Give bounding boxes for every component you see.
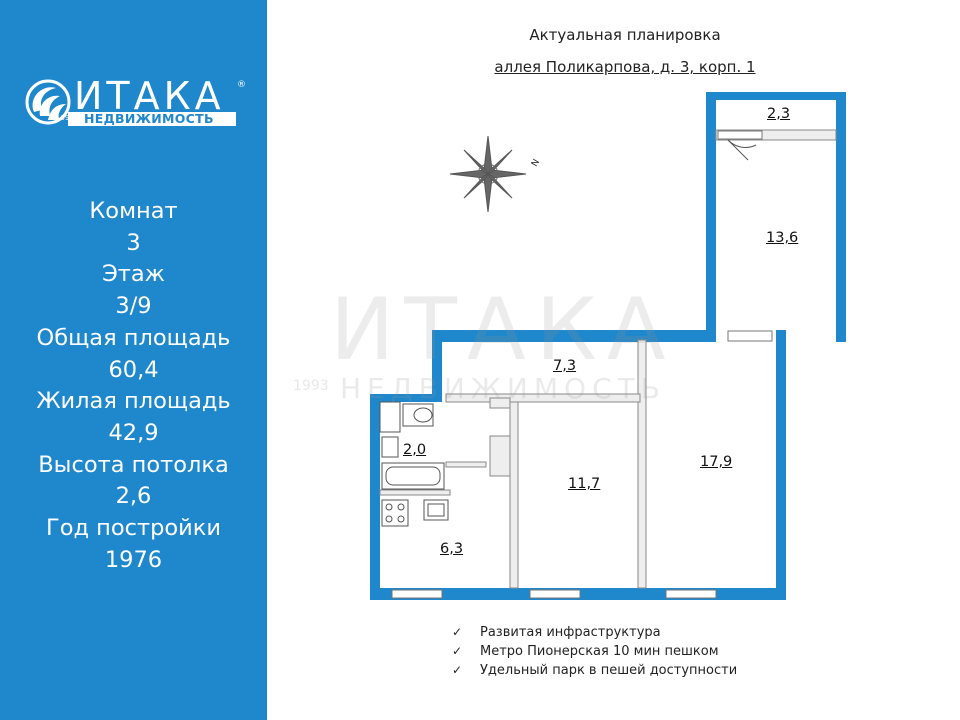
- room-area-middle: 11,7: [568, 476, 601, 492]
- logo-wordmark: ИТАКА: [74, 74, 225, 118]
- walls: [370, 92, 846, 600]
- stove-icon: [381, 499, 409, 527]
- info-panel: ИТАКА ® НЕДВИЖИМОСТЬ 1993 Комнат 3 Этаж …: [0, 0, 267, 720]
- stat-living-area-label: Жилая площадь: [36, 388, 231, 415]
- list-item: ✓Метро Пионерская 10 мин пешком: [452, 644, 719, 659]
- stat-ceiling-value: 2,6: [115, 483, 152, 510]
- stat-rooms-value: 3: [126, 229, 141, 256]
- stat-living-area-value: 42,9: [108, 419, 159, 446]
- room-area-hallway: 7,3: [553, 358, 577, 374]
- room-area-bathroom: 2,0: [403, 442, 427, 458]
- plan-address: аллея Поликарпова, д. 3, корп. 1: [494, 58, 756, 76]
- checkmark-icon: ✓: [452, 625, 463, 639]
- room-area-balcony: 2,3: [767, 106, 791, 122]
- list-item: ✓Удельный парк в пешей доступности: [452, 663, 738, 678]
- stat-rooms-label: Комнат: [89, 198, 178, 224]
- compass-letter: N: [530, 158, 542, 169]
- logo-swirl-icon: [25, 79, 71, 125]
- stat-year-label: Год постройки: [45, 515, 222, 542]
- interior-walls: [379, 129, 837, 589]
- logo-registered-mark: ®: [237, 80, 246, 90]
- stat-total-area-value: 60,4: [108, 356, 159, 383]
- sink-icon: [381, 436, 399, 458]
- checkmark-icon: ✓: [452, 644, 463, 658]
- company-logo: ИТАКА ® НЕДВИЖИМОСТЬ 1993: [24, 74, 246, 132]
- stat-floor-label: Этаж: [102, 261, 165, 288]
- stat-ceiling-label: Высота потолка: [38, 451, 229, 478]
- sink-icon: [379, 401, 401, 433]
- list-item: ✓Развитая инфраструктура: [452, 625, 661, 640]
- door-swing: [727, 139, 757, 161]
- checkmark-icon: ✓: [452, 663, 463, 677]
- room-area-north: 13,6: [766, 230, 799, 246]
- windows: [391, 130, 773, 599]
- logo-subtitle: НЕДВИЖИМОСТЬ: [84, 111, 214, 126]
- logo-year: 1993: [56, 114, 74, 122]
- stat-year-value: 1976: [104, 546, 163, 573]
- stat-floor-value: 3/9: [115, 293, 152, 320]
- property-stats: Комнат 3 Этаж 3/9 Общая площадь 60,4 Жил…: [0, 196, 267, 576]
- stat-total-area-label: Общая площадь: [36, 324, 231, 351]
- bathroom-fixtures: [379, 401, 449, 527]
- features-list: ✓Развитая инфраструктура ✓Метро Пионерск…: [452, 623, 737, 680]
- room-area-large: 17,9: [700, 454, 733, 470]
- plan-title: Актуальная планировка: [529, 26, 721, 44]
- room-area-kitchen: 6,3: [440, 541, 464, 557]
- compass-icon: [449, 135, 527, 213]
- logo-subtitle-strip: [68, 112, 236, 126]
